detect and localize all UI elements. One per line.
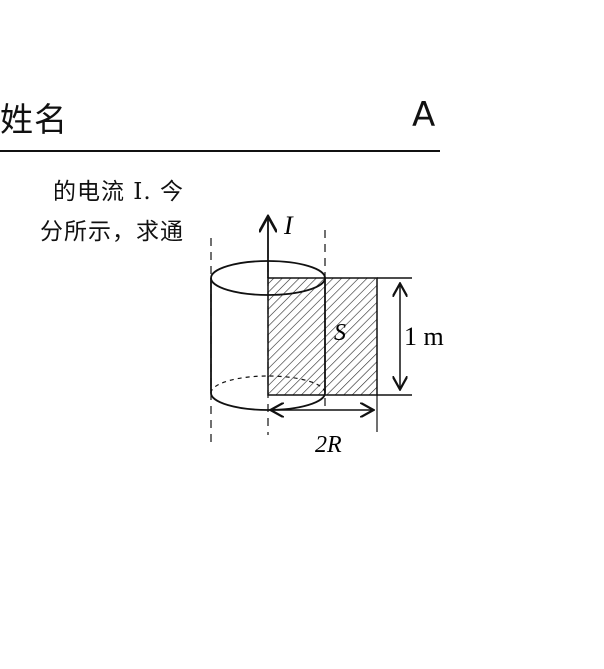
problem-text-line-1: 的电流 I. 今: [52, 179, 184, 205]
current-label: I: [283, 211, 294, 240]
header-rule: [0, 150, 440, 152]
width-label: 2R: [315, 432, 342, 458]
dashed-guides: [210, 230, 326, 442]
height-dimension: [377, 277, 412, 396]
name-label: 姓名: [0, 100, 68, 139]
problem-text-line-2: 分所示，求通: [40, 219, 184, 245]
surface-label: S: [334, 320, 346, 346]
surface-s: [267, 277, 378, 396]
height-label: 1 m: [404, 322, 444, 351]
paper-code: A: [412, 95, 436, 135]
